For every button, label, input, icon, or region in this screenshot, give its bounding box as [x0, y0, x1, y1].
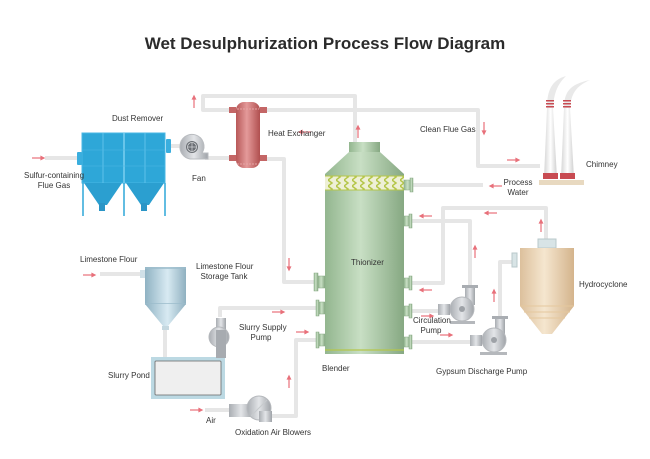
arrow-flue-gas-in [32, 155, 46, 161]
hydrocyclone[interactable] [511, 238, 574, 334]
thionizer[interactable] [313, 142, 414, 354]
arrow-circulation-up [472, 244, 478, 258]
arrow-gypsum-in [440, 332, 454, 338]
label-clean-flue-gas: Clean Flue Gas [420, 125, 476, 134]
pipe-blower-to-blender [272, 338, 316, 418]
arrow-to-chimney [507, 157, 521, 163]
label-process-water-line-1: Process [503, 178, 533, 187]
label-blender: Blender [322, 364, 350, 373]
arrow-down-to-thionizer [286, 258, 292, 272]
label-sulfur-line-2: Flue Gas [37, 181, 71, 190]
label-sulfur-flue-gas: Sulfur-containing Flue Gas [24, 171, 84, 191]
label-hydrocyclone: Hydrocyclone [579, 280, 628, 289]
label-process-water-line-2: Water [507, 188, 529, 197]
arrow-clean-gas-down [481, 122, 487, 136]
arrow-hydrocyclone-up [538, 218, 544, 232]
label-sulfur-line-1: Sulfur-containing [24, 171, 85, 180]
arrow-circulation-in [421, 313, 435, 319]
label-heat-exchanger: Heat Exchanger [268, 129, 326, 138]
oxidation-air-blowers[interactable] [229, 395, 272, 422]
label-storage-tank: Limestone Flour Storage Tank [196, 262, 254, 282]
arrow-return-left [297, 129, 311, 135]
arrow-gypsum-up [491, 288, 497, 302]
slurry-supply-pump[interactable] [208, 318, 230, 358]
arrow-overflow-left-1 [418, 213, 432, 219]
label-storage-tank-line-2: Storage Tank [200, 272, 248, 281]
label-oxidation-air-blowers: Oxidation Air Blowers [235, 428, 312, 437]
diagram-title: Wet Desulphurization Process Flow Diagra… [144, 34, 506, 53]
label-process-water: Process Water [502, 178, 534, 198]
label-air: Air [206, 416, 216, 425]
pipe-hydrocyclone-overflow [412, 206, 548, 285]
pipe-heat-exchanger-to-thionizer [263, 157, 316, 284]
label-fan: Fan [192, 174, 206, 183]
pipes [45, 94, 548, 418]
fan[interactable] [179, 133, 209, 160]
label-gypsum-discharge-pump: Gypsum Discharge Pump [436, 367, 528, 376]
gypsum-discharge-pump[interactable] [470, 316, 508, 355]
label-circulation-line-2: Pump [420, 326, 442, 335]
pipe-clean-flue-gas [263, 108, 540, 168]
pipe-slurry-supply [218, 306, 316, 317]
slurry-pond[interactable] [151, 357, 225, 399]
label-limestone-flour: Limestone Flour [80, 255, 138, 264]
flow-arrows [32, 94, 544, 413]
arrow-to-blender [296, 329, 310, 335]
dust-remover[interactable] [77, 132, 171, 216]
label-storage-tank-line-1: Limestone Flour [196, 262, 254, 271]
pipe-circulation-return [412, 219, 472, 290]
pipe-gypsum-to-hydrocyclone [498, 260, 512, 320]
label-slurry-supply-pump: Slurry Supply Pump [239, 323, 287, 343]
limestone-storage-tank[interactable] [140, 267, 186, 330]
arrow-slurry-supply [272, 309, 286, 315]
arrow-process-water [488, 183, 502, 189]
label-chimney: Chimney [586, 160, 618, 169]
arrow-limestone-in [83, 272, 97, 278]
arrow-air-in [190, 407, 204, 413]
heat-exchanger[interactable] [229, 102, 267, 168]
circulation-pump[interactable] [438, 285, 478, 324]
label-circulation-pump: Circulation Pump [413, 316, 451, 336]
arrow-thionizer-up [355, 124, 361, 138]
label-slurry-pump-line-2: Pump [250, 333, 272, 342]
label-dust-remover: Dust Remover [112, 114, 164, 123]
arrow-blower-up [286, 374, 292, 388]
arrow-left-to-thionizer [418, 287, 432, 293]
label-thionizer: Thionizer [351, 258, 384, 267]
label-slurry-pump-line-1: Slurry Supply [239, 323, 287, 332]
label-circulation-line-1: Circulation [413, 316, 451, 325]
arrow-heat-exchanger-up [191, 94, 197, 108]
arrow-overflow-left-2 [483, 210, 497, 216]
label-slurry-pond: Slurry Pond [108, 371, 150, 380]
chimney[interactable] [539, 76, 590, 185]
